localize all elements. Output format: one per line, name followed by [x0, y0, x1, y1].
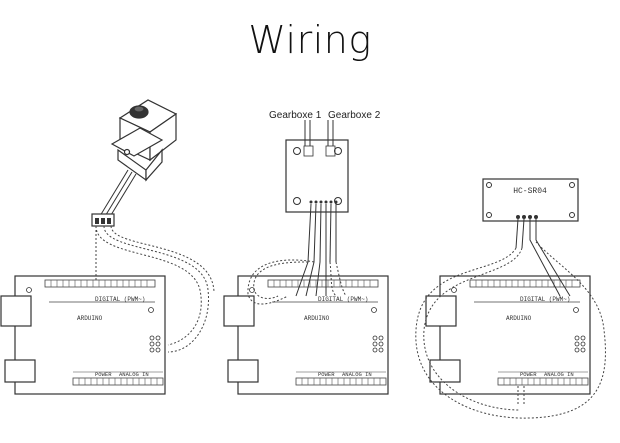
digital-label-3: DIGITAL (PWM~) [520, 296, 570, 303]
arduino-board-2: DIGITAL (PWM~) ARDUINO POWER ANALOG IN [223, 275, 389, 395]
power-label-2: POWER [318, 371, 335, 378]
analog-label-2: ANALOG IN [342, 371, 372, 378]
arduino-label-2: ARDUINO [304, 315, 330, 322]
sensor-dashed-wires [415, 241, 606, 419]
arduino-label-1: ARDUINO [77, 315, 103, 322]
arduino-board-1: DIGITAL (PWM~) ARDUINO POWER ANALOG IN [0, 275, 166, 395]
gearbox-1-label: Gearboxe 1 [269, 110, 322, 121]
sensor-label: HC-SR04 [513, 187, 547, 196]
power-label-1: POWER [95, 371, 112, 378]
analog-label-1: ANALOG IN [119, 371, 149, 378]
servo-cable [99, 169, 137, 221]
digital-label-1: DIGITAL (PWM~) [95, 296, 145, 303]
gearbox-leads [304, 120, 334, 146]
page-title: Wiring [248, 18, 372, 62]
gearbox-2-label: Gearboxe 2 [328, 110, 381, 121]
arduino-label-3: ARDUINO [506, 315, 532, 322]
motor-driver-module [285, 139, 349, 213]
driver-dashed-wires [247, 259, 347, 305]
power-label-3: POWER [520, 371, 537, 378]
ultrasonic-sensor [482, 178, 579, 222]
arduino-board-3: DIGITAL (PWM~) ARDUINO POWER ANALOG IN [425, 275, 591, 395]
sensor-wires [515, 218, 571, 297]
digital-label-2: DIGITAL (PWM~) [318, 296, 368, 303]
servo-motor [110, 99, 178, 182]
analog-label-3: ANALOG IN [544, 371, 574, 378]
servo-wires [95, 225, 215, 353]
servo-connector [91, 213, 115, 227]
